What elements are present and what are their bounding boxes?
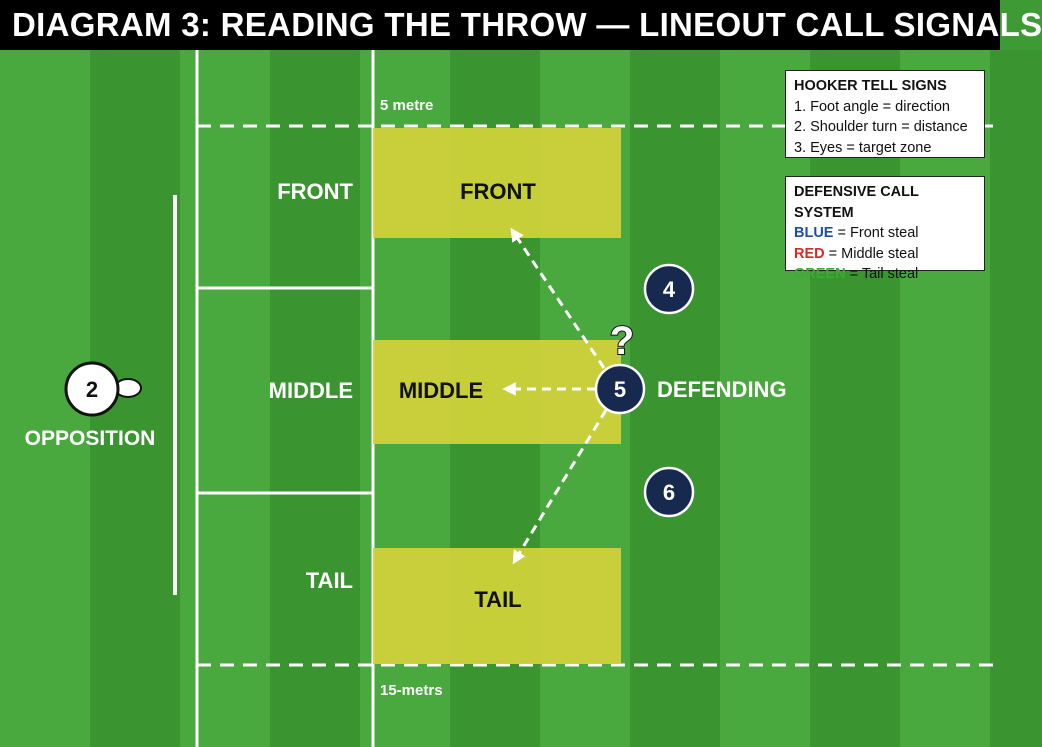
arrow-to-front <box>510 227 606 369</box>
call-color-word: GREEN <box>794 266 846 282</box>
call-item-green: GREEN = Tail steal <box>794 264 976 285</box>
tail-side-label: TAIL <box>306 568 353 593</box>
middle-side-label: MIDDLE <box>269 378 353 403</box>
call-meaning: = Tail steal <box>845 266 919 282</box>
tell-item: 3. Eyes = target zone <box>794 139 932 156</box>
question-mark-icon: ? <box>610 319 634 363</box>
call-meaning: = Middle steal <box>824 245 919 262</box>
diagram-title: DIAGRAM 3: READING THE THROW — LINEOUT C… <box>0 0 1042 50</box>
front-side-label: FRONT <box>277 179 353 204</box>
front-zone-label: FRONT <box>460 179 536 204</box>
call-color-word: BLUE <box>794 225 834 241</box>
middle-zone <box>373 340 621 444</box>
tail-zone <box>373 548 621 664</box>
grass-stripe <box>720 50 810 747</box>
grass-stripe <box>810 50 900 747</box>
player-5-number: 5 <box>614 377 626 402</box>
player-6-number: 6 <box>663 480 675 505</box>
hooker-number: 2 <box>86 377 98 402</box>
grass-stripe <box>270 50 360 747</box>
hooker-tells-title: HOOKER TELL SIGNS <box>794 78 947 94</box>
middle-zone-label: MIDDLE <box>399 378 483 403</box>
player-4-number: 4 <box>663 277 676 302</box>
defensive-calls-legend: DEFENSIVE CALL SYSTEM BLUE = Front steal… <box>785 176 985 282</box>
grass-stripe <box>180 50 270 747</box>
fifteen-metre-label: 15-metrs <box>380 682 443 699</box>
player-6-token <box>643 466 695 518</box>
tell-item: 2. Shoulder turn = distance <box>794 119 968 135</box>
defensive-calls-title: DEFENSIVE CALL SYSTEM <box>794 184 919 221</box>
hooker-token <box>64 361 120 417</box>
call-color-word: RED <box>794 245 825 262</box>
front-zone <box>373 128 621 238</box>
opposition-label: OPPOSITION <box>25 427 156 450</box>
hooker-player: 2 <box>64 361 142 417</box>
player-4: 4 <box>643 263 695 315</box>
player-5-token <box>594 363 646 415</box>
hooker-tells-legend: HOOKER TELL SIGNS 1. Foot angle = direct… <box>785 70 985 158</box>
tail-zone-label: TAIL <box>474 587 521 612</box>
defending-label: DEFENDING <box>657 377 787 402</box>
grass-stripe <box>630 50 720 747</box>
player-4-token <box>643 263 695 315</box>
grass-stripe <box>990 50 1042 747</box>
call-meaning: = Front steal <box>833 225 919 241</box>
call-item-red: RED = Middle steal <box>794 244 976 265</box>
grass-stripe <box>900 50 990 747</box>
player-6: 6 <box>643 466 695 518</box>
lineout-field: 5 metre 15-metrs FRONT MIDDLE TAIL FRONT… <box>0 50 1042 747</box>
tell-item: 1. Foot angle = direction <box>794 98 950 115</box>
five-metre-label: 5 metre <box>380 97 433 114</box>
player-5: 5 <box>594 363 646 415</box>
call-item-blue: BLUE = Front steal <box>794 223 976 244</box>
